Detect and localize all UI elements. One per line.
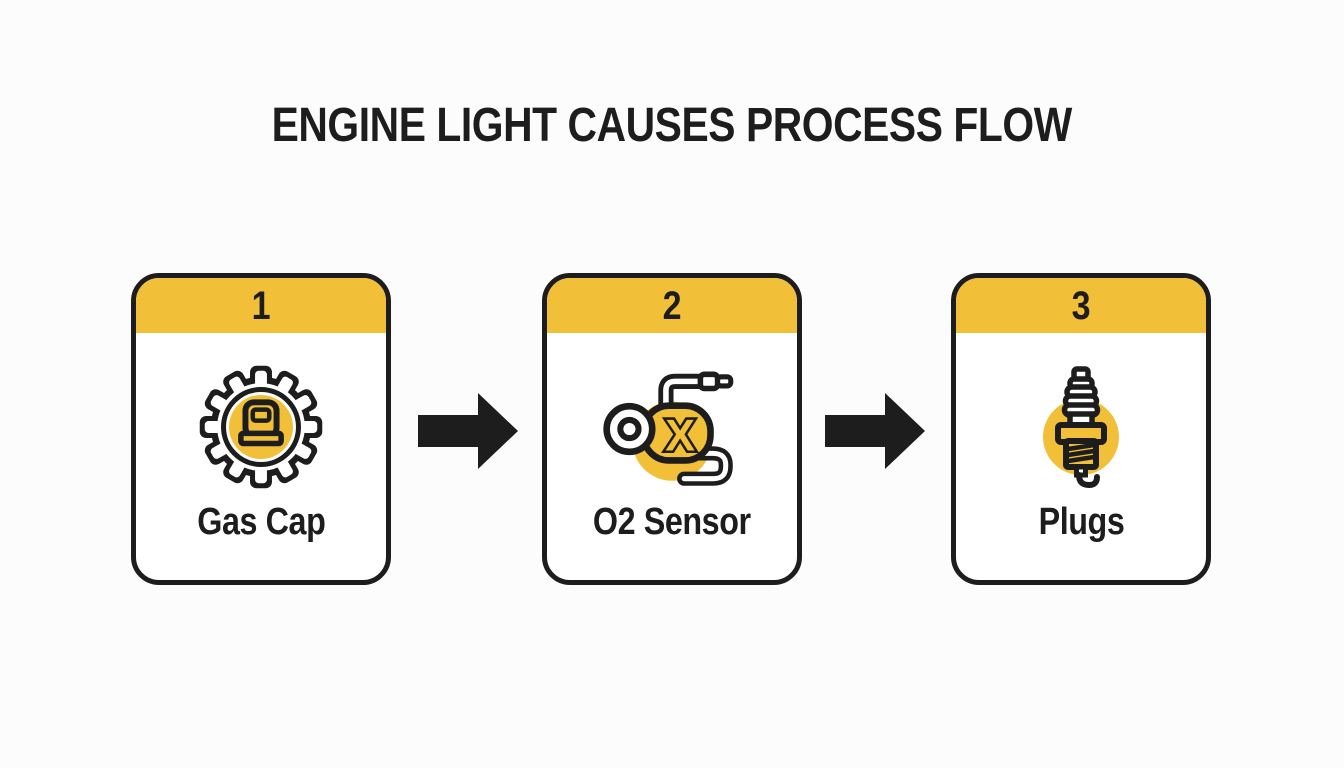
step-header: 1 xyxy=(136,278,386,333)
step-card-plugs: 3 xyxy=(951,273,1211,585)
o2-sensor-icon: X xyxy=(603,371,734,486)
sensor-x-letter: X xyxy=(665,411,695,460)
arrow-right-icon xyxy=(418,393,518,469)
step-label: O2 Sensor xyxy=(593,501,751,543)
card-body: X O2 Sensor xyxy=(547,333,797,580)
flow-container: 1 xyxy=(131,273,1213,585)
spark-plug-glyph xyxy=(1055,366,1107,489)
gas-cap-icon xyxy=(199,365,323,489)
arrow-right-icon xyxy=(825,393,925,469)
step-number: 2 xyxy=(662,283,682,328)
spark-plug-icon xyxy=(1043,366,1119,489)
sensor-wire-pipe xyxy=(658,371,734,421)
gas-pump-glyph xyxy=(238,399,284,447)
step-label: Plugs xyxy=(1038,501,1124,543)
page-title-wrap: ENGINE LIGHT CAUSES PROCESS FLOW xyxy=(0,102,1344,150)
step-header: 2 xyxy=(547,278,797,333)
step-number: 1 xyxy=(251,283,271,328)
step-icon-box xyxy=(1021,359,1141,495)
sensor-hook-pipe xyxy=(677,446,733,486)
step-icon-box xyxy=(197,359,325,495)
step-header: 3 xyxy=(956,278,1206,333)
step-card-o2-sensor: 2 xyxy=(542,273,802,585)
step-card-gas-cap: 1 xyxy=(131,273,391,585)
oxygen-ring-glyph xyxy=(603,402,656,456)
card-body: Plugs xyxy=(956,333,1206,580)
card-body: Gas Cap xyxy=(136,333,386,580)
step-icon-box: X xyxy=(596,359,748,495)
page-title: ENGINE LIGHT CAUSES PROCESS FLOW xyxy=(271,99,1073,152)
step-number: 3 xyxy=(1071,283,1091,328)
step-label: Gas Cap xyxy=(196,501,326,543)
